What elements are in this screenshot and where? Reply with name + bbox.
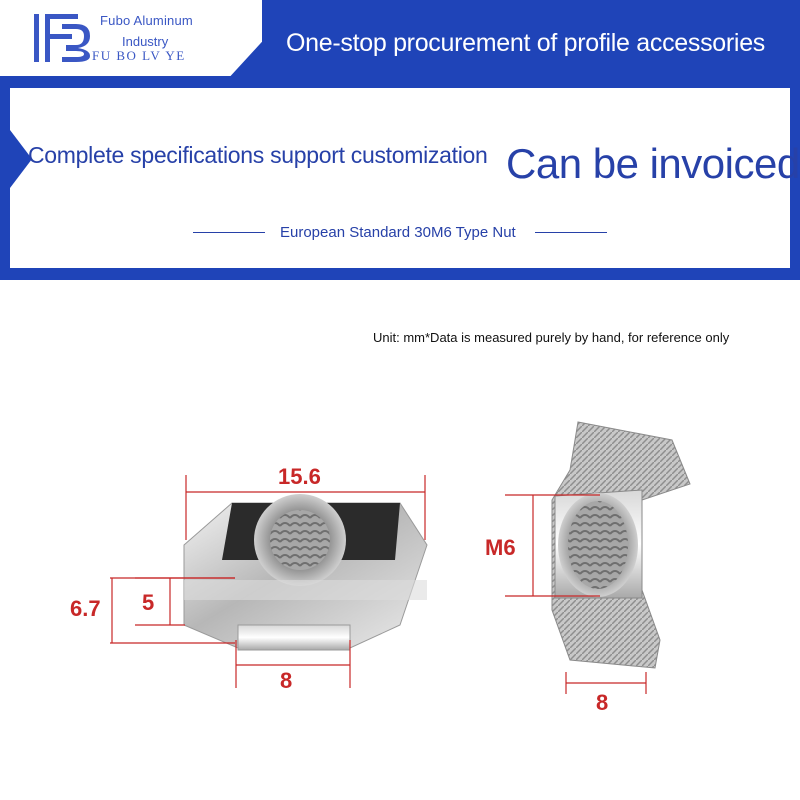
logo-panel: Fubo Aluminum Industry FU BO LV YE	[0, 0, 262, 76]
unit-note: Unit: mm*Data is measured purely by hand…	[373, 330, 730, 345]
tagline: One-stop procurement of profile accessor…	[286, 29, 765, 57]
banner-panel	[10, 88, 790, 268]
nut-side-view	[551, 421, 691, 669]
dimension-lines-right	[505, 494, 647, 694]
company-name-line2: Industry	[122, 34, 169, 49]
logo-icon	[34, 14, 90, 62]
banner-arrow-icon	[10, 130, 32, 188]
divider-right	[535, 232, 607, 233]
divider-left	[193, 232, 265, 233]
banner-text-right: Can be invoiced	[506, 140, 800, 187]
banner-subtitle: European Standard 30M6 Type Nut	[280, 224, 516, 241]
dimension-thread: M6	[485, 535, 516, 560]
company-pinyin: FU BO LV YE	[92, 48, 186, 63]
nut-front-view	[183, 494, 428, 651]
dimension-base-width-left: 8	[280, 668, 293, 693]
dimension-width: 15.6	[278, 464, 321, 489]
banner-text-left: Complete specifications support customiz…	[28, 142, 488, 168]
dimension-lines-left	[110, 475, 426, 688]
dimension-height-head: 5	[142, 590, 155, 615]
dimension-height-total: 6.7	[70, 596, 101, 621]
dimension-base-width-right: 8	[596, 690, 609, 715]
company-name-line1: Fubo Aluminum	[100, 13, 193, 28]
